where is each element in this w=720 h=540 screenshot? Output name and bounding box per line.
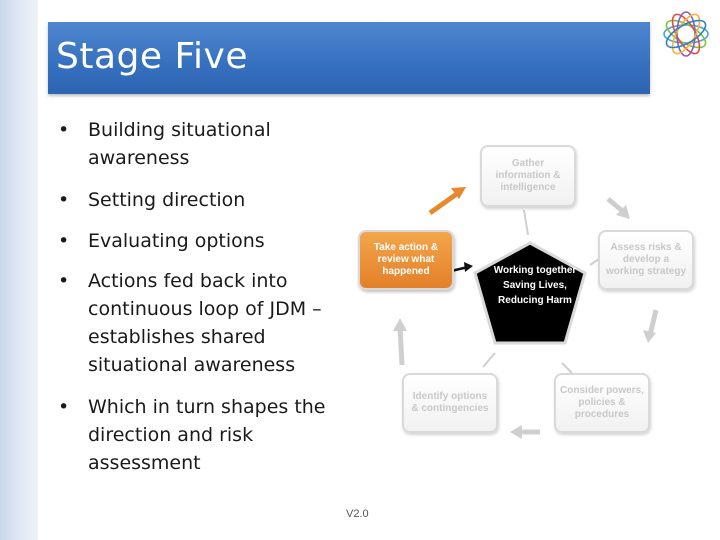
step-identify-box: Identify options & contingencies [402,373,498,433]
title-bar: Stage Five [48,22,650,94]
arrow-head-icon [616,205,630,219]
logo-icon [663,11,709,57]
arrow-head-icon [643,330,656,343]
step-consider-box: Consider powers, policies & procedures [554,373,650,433]
version-label: V2.0 [346,508,369,520]
bullet-dot: • [58,189,70,211]
step-consider-label: Consider powers, policies & procedures [560,385,644,420]
arrow-identify-action [397,326,405,366]
bullet-text: Building situational awareness [88,119,271,169]
bullet-item: • Actions fed back into continuous loop o… [58,267,358,379]
slide-title: Stage Five [56,36,249,77]
arrow-head-icon [451,187,466,199]
bullet-text: Evaluating options [88,230,265,252]
step-identify-label: Identify options & contingencies [411,391,489,414]
bullet-dot: • [58,230,70,252]
arrow-consider-center [561,362,573,374]
arrow-head-icon [464,262,473,272]
bullet-item: • Building situational awareness [58,116,358,172]
diagram-arrows [393,187,659,439]
step-gather-label: Gather information & intelligence [495,158,561,193]
bullet-text: Setting direction [88,189,246,211]
bullet-item: • Evaluating options [58,227,358,255]
bullet-dot: • [58,270,70,292]
step-action-box: Take action & review what happened [358,230,454,290]
bullet-item: • Setting direction [58,186,358,214]
arrow-gather-center [523,209,529,236]
step-assess-box: Assess risks & develop a working strateg… [598,230,694,290]
center-pentagon [473,241,587,345]
jdm-cycle-diagram: Gather information & intelligence Assess… [340,135,720,445]
arrow-assess-consider [647,309,659,336]
arrow-action-gather [428,190,460,216]
step-assess-label: Assess risks & develop a working strateg… [605,242,687,277]
arrow-head-icon [510,425,522,439]
step-action-label: Take action & review what happened [373,242,439,277]
bullet-text: Actions fed back into continuous loop of… [88,270,322,376]
bullet-list: • Building situational awareness • Setting… [58,116,358,477]
bullet-item: • Which in turn shapes the direction and … [58,393,358,477]
bullet-dot: • [58,119,70,141]
arrow-identify-center [482,352,496,368]
left-accent-bar [0,0,38,540]
center-label: Working together Saving Lives, Reducing … [493,265,577,306]
bullet-dot: • [58,396,70,418]
arrow-head-icon [393,318,407,331]
step-gather-box: Gather information & intelligence [480,145,576,207]
bullet-text: Which in turn shapes the direction and r… [88,396,326,474]
